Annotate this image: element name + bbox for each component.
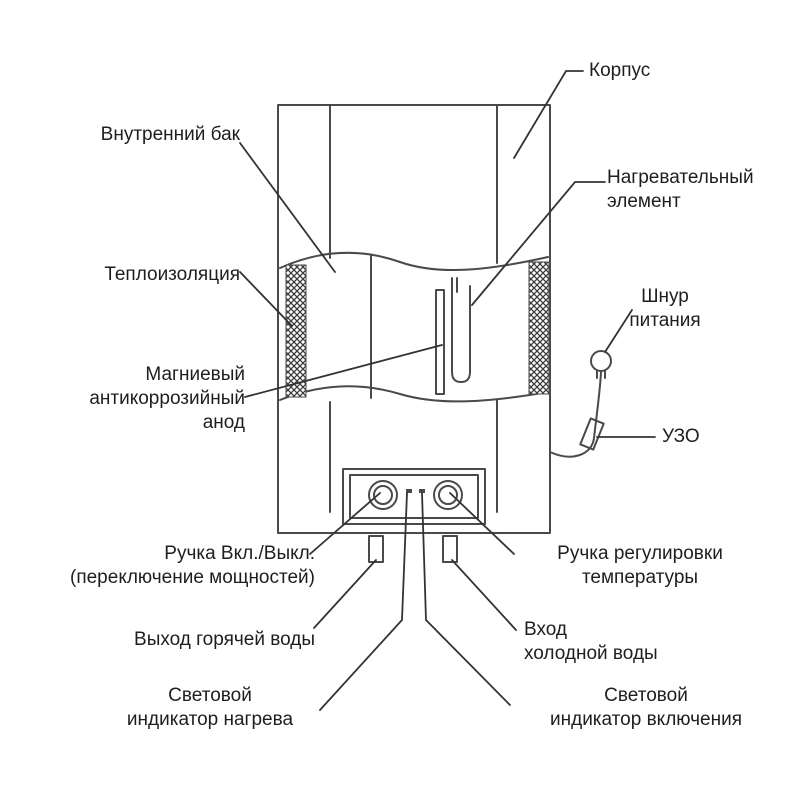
label-heating-element: Нагревательный элемент: [607, 166, 754, 214]
label-heating-element-line2: элемент: [607, 191, 681, 212]
magnesium-anode: [435, 289, 445, 395]
leader-anode: [244, 344, 443, 398]
label-power-knob: Ручка Вкл./Выкл. (переключение мощностей…: [0, 542, 315, 590]
label-power-indicator: Световой индикатор включения: [500, 684, 792, 732]
power-indicator-light: [419, 489, 425, 493]
leader-insulation: [239, 271, 293, 327]
label-housing: Корпус: [589, 60, 651, 81]
label-hot-water: Выход горячей воды: [134, 629, 315, 650]
power-plug: [590, 350, 612, 372]
leader-hot-water: [313, 559, 377, 629]
label-heating-indicator: Световой индикатор нагрева: [70, 684, 350, 732]
label-power-indicator-line1: Световой: [604, 685, 688, 706]
insulation-right: [528, 261, 550, 395]
label-power-knob-line1: Ручка Вкл./Выкл.: [164, 543, 315, 564]
housing-outline: [277, 104, 551, 534]
label-temp-knob-line2: температуры: [581, 567, 699, 588]
control-panel: [342, 468, 486, 525]
power-knob-inner: [373, 485, 393, 505]
leader-heating-element: [471, 181, 606, 306]
leader-power-knob: [309, 492, 381, 555]
hot-water-pipe: [368, 535, 384, 563]
temperature-knob: [433, 480, 463, 510]
leader-inner-tank: [239, 142, 336, 273]
power-cord: [549, 371, 602, 458]
leader-cold-water: [451, 559, 517, 631]
label-heating-element-line1: Нагревательный: [607, 167, 754, 188]
leader-temp-knob: [449, 492, 515, 555]
leader-heating-indicator: [319, 492, 408, 711]
label-cold-water: Вход холодной воды: [524, 618, 658, 666]
label-power-cord-line1: Шнур: [641, 286, 689, 307]
leader-power-indicator: [421, 492, 511, 706]
heating-element: [451, 277, 471, 383]
label-temp-knob: Ручка регулировки температуры: [505, 542, 775, 590]
cut-line-top: [279, 251, 549, 272]
label-cold-water-line1: Вход: [524, 619, 567, 640]
cold-water-pipe: [442, 535, 458, 563]
cut-line-bottom: [279, 385, 549, 403]
label-anode-line1: Магниевый: [145, 364, 245, 385]
label-anode: Магниевый антикоррозийный анод: [20, 363, 245, 435]
label-power-knob-line2: (переключение мощностей): [70, 567, 315, 588]
leader-housing: [513, 70, 584, 159]
control-panel-inner: [349, 474, 479, 519]
label-inner-tank: Внутренний бак: [100, 124, 240, 145]
temperature-knob-inner: [438, 485, 458, 505]
label-heating-indicator-line2: индикатор нагрева: [126, 709, 294, 730]
power-knob: [368, 480, 398, 510]
label-power-indicator-line2: индикатор включения: [550, 709, 742, 730]
label-insulation: Теплоизоляция: [104, 264, 240, 285]
insulation-left: [285, 264, 307, 398]
label-cold-water-line2: холодной воды: [524, 643, 658, 664]
heating-indicator-light: [406, 489, 412, 493]
label-rcd: УЗО: [662, 426, 700, 447]
leader-power-cord: [604, 309, 633, 353]
label-anode-line2: антикоррозийный: [89, 388, 245, 409]
label-heating-indicator-line1: Световой: [168, 685, 252, 706]
label-power-cord-line2: питания: [629, 310, 701, 331]
label-anode-line3: анод: [202, 412, 245, 433]
label-temp-knob-line1: Ручка регулировки: [557, 543, 723, 564]
label-power-cord: Шнур питания: [610, 285, 720, 333]
